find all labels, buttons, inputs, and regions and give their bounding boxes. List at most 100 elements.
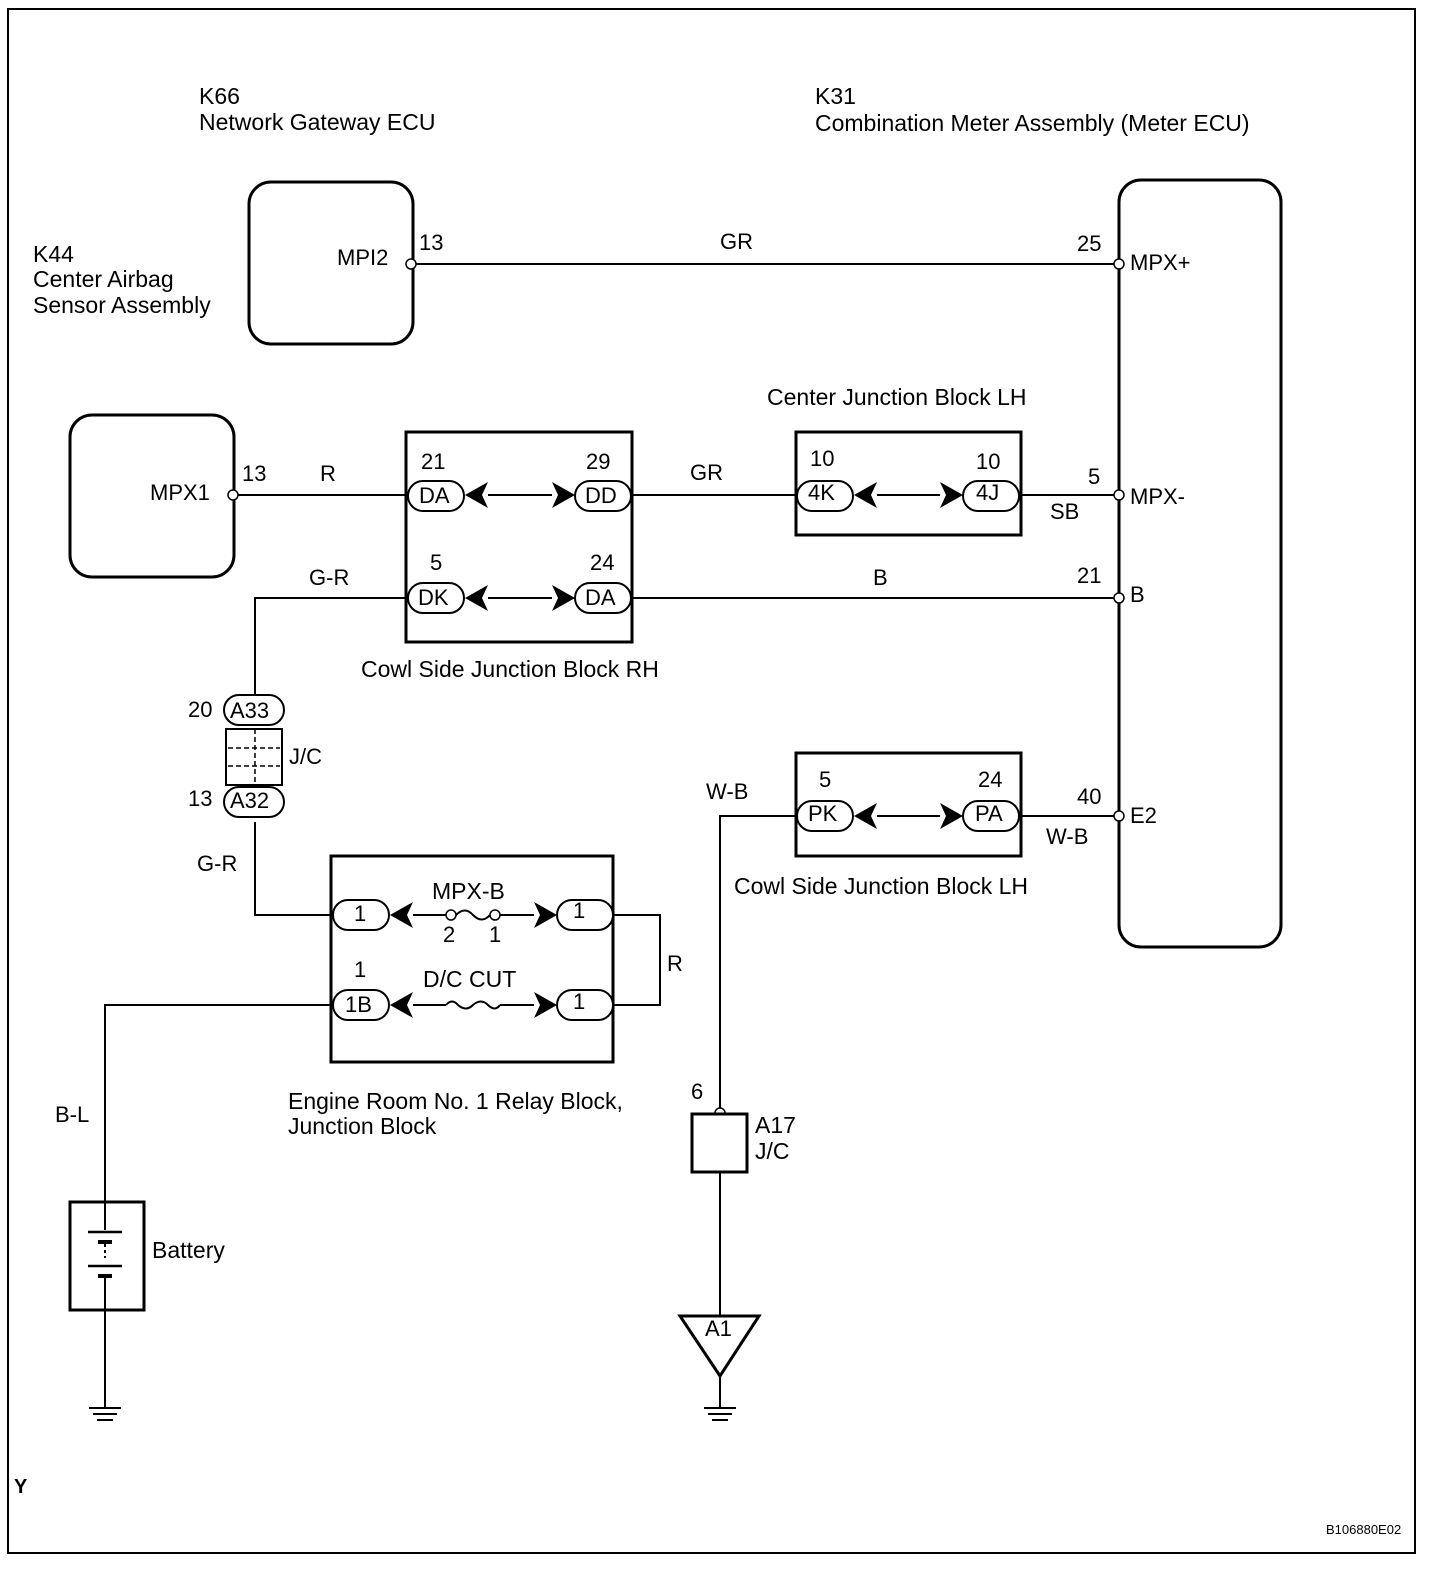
fuse-mpx-b xyxy=(455,909,491,921)
terminal-b xyxy=(1113,592,1125,604)
er-row2-left-code: 1B xyxy=(345,992,372,1017)
connector-4k xyxy=(796,480,854,512)
center-lh-left-pin: 10 xyxy=(810,446,834,471)
wires xyxy=(104,263,1116,1408)
jc-a17-type: J/C xyxy=(755,1138,790,1164)
cowl-lh-right-code: PA xyxy=(975,801,1003,826)
terminal-mpx-plus xyxy=(1113,258,1125,270)
terminal-mpi2 xyxy=(405,258,417,270)
cowl-rh-row1-right-pin: 29 xyxy=(586,449,610,474)
jc-a33-code: A33 xyxy=(230,698,269,723)
k31-name: Combination Meter Assembly (Meter ECU) xyxy=(815,110,1250,136)
fuse-dc-cut-label: D/C CUT xyxy=(423,966,516,992)
k31-pin-5-no: 5 xyxy=(1088,464,1100,489)
battery-symbol xyxy=(68,1200,146,1312)
engine-room-relay-block xyxy=(329,854,615,1064)
cowl-lh-title: Cowl Side Junction Block LH xyxy=(734,873,1028,899)
connector-pk xyxy=(796,800,854,832)
k31-pin-21-no: 21 xyxy=(1077,563,1101,588)
fuse-mpx-b-pin-a: 2 xyxy=(443,922,455,947)
wire-color-dd-to-4k: GR xyxy=(690,460,723,485)
corner-mark: Y xyxy=(14,1476,28,1498)
cowl-lh-left-code: PK xyxy=(808,801,838,826)
er-row1-left-code: 1 xyxy=(354,901,366,926)
k31-code: K31 xyxy=(815,83,856,109)
wire-color-to-mpx-minus: SB xyxy=(1050,499,1079,524)
jc-a33-a32 xyxy=(223,694,285,818)
connector-dk xyxy=(407,582,465,614)
connector-4j xyxy=(962,480,1020,512)
cowl-lh-right-pin: 24 xyxy=(978,767,1002,792)
k31-pin-25-name: MPX+ xyxy=(1130,250,1191,275)
wire-color-dk-out: G-R xyxy=(309,565,349,590)
k66-network-gateway-ecu-box xyxy=(247,180,415,346)
connector-1b xyxy=(332,989,390,1021)
fuse-mpx-b-label: MPX-B xyxy=(432,878,505,904)
terminal-mpx1 xyxy=(227,489,239,501)
terminal-e2 xyxy=(1113,810,1125,822)
k66-pin-no: 13 xyxy=(419,230,443,255)
battery-label: Battery xyxy=(152,1237,225,1263)
connector-da xyxy=(407,480,465,512)
k44-code: K44 xyxy=(33,241,74,267)
k66-pin-name: MPI2 xyxy=(337,245,388,270)
engine-room-title-line1: Engine Room No. 1 Relay Block, xyxy=(288,1088,623,1114)
jc-a32-code: A32 xyxy=(230,788,269,813)
er-row2-right-code: 1 xyxy=(573,989,585,1014)
k31-pin-21-name: B xyxy=(1130,582,1145,607)
k31-combination-meter-box xyxy=(1117,178,1283,949)
ground-icon-battery xyxy=(89,1407,121,1421)
cowl-rh-row2-right-pin: 24 xyxy=(590,550,614,575)
jc-a17-pin: 6 xyxy=(691,1079,703,1104)
jc-a32-pin: 13 xyxy=(188,786,212,811)
cowl-rh-row1-left-pin: 21 xyxy=(421,449,445,474)
cowl-rh-row2-left-pin: 5 xyxy=(430,550,442,575)
fuse-dc-cut xyxy=(445,1000,501,1010)
center-lh-left-code: 4K xyxy=(808,480,835,505)
connector-a33 xyxy=(223,694,285,726)
k44-pin-no: 13 xyxy=(242,461,266,486)
connector-er-row2-right xyxy=(556,989,614,1021)
jc-a33-a32-type: J/C xyxy=(289,744,322,769)
terminal-mpx-minus xyxy=(1113,489,1125,501)
connector-er-row1-left xyxy=(332,899,390,931)
jc-a33-pin: 20 xyxy=(188,697,212,722)
jc-a17-code: A17 xyxy=(755,1112,796,1138)
ground-point-a1-triangle xyxy=(677,1314,762,1379)
wire-color-mpx-plus: GR xyxy=(720,229,753,254)
er-row1-right-code: 1 xyxy=(573,898,585,923)
cowl-side-junction-block-lh xyxy=(794,751,1023,858)
center-lh-title: Center Junction Block LH xyxy=(767,384,1027,410)
engine-room-title-line2: Junction Block xyxy=(288,1113,437,1139)
center-lh-right-code: 4J xyxy=(976,480,999,505)
connector-a32 xyxy=(223,786,285,818)
wire-color-battery-feed: B-L xyxy=(55,1102,89,1127)
center-junction-block-lh xyxy=(794,430,1023,537)
k66-name: Network Gateway ECU xyxy=(199,109,435,135)
k44-pin-name: MPX1 xyxy=(150,480,210,505)
wire-color-e2-right: W-B xyxy=(1046,824,1088,849)
cowl-rh-row1-right-code: DD xyxy=(585,483,617,508)
fuse-mpx-b-pin-b: 1 xyxy=(489,922,501,947)
k31-pin-25-no: 25 xyxy=(1077,231,1101,256)
k44-name-line2: Sensor Assembly xyxy=(33,292,211,318)
k31-pin-5-name: MPX- xyxy=(1130,484,1185,509)
cowl-lh-left-pin: 5 xyxy=(819,767,831,792)
cowl-side-junction-block-rh xyxy=(404,430,634,644)
connector-er-row1-right xyxy=(556,899,614,931)
k66-code: K66 xyxy=(199,83,240,109)
cowl-rh-title: Cowl Side Junction Block RH xyxy=(361,656,659,682)
wire-color-fuse-loop: R xyxy=(667,951,683,976)
connector-dd xyxy=(574,480,632,512)
ground-point-a1-code: A1 xyxy=(705,1316,732,1341)
cowl-rh-row2-left-code: DK xyxy=(418,585,449,610)
jc-a17-box xyxy=(690,1112,749,1174)
wire-color-da-to-b: B xyxy=(873,565,888,590)
wire-color-k44-out: R xyxy=(320,461,336,486)
cowl-rh-row2-right-code: DA xyxy=(585,585,616,610)
er-row2-pin: 1 xyxy=(354,957,366,982)
k31-pin-40-name: E2 xyxy=(1130,803,1157,828)
cowl-rh-row1-left-code: DA xyxy=(419,483,450,508)
ground-icon-a1 xyxy=(704,1407,736,1421)
